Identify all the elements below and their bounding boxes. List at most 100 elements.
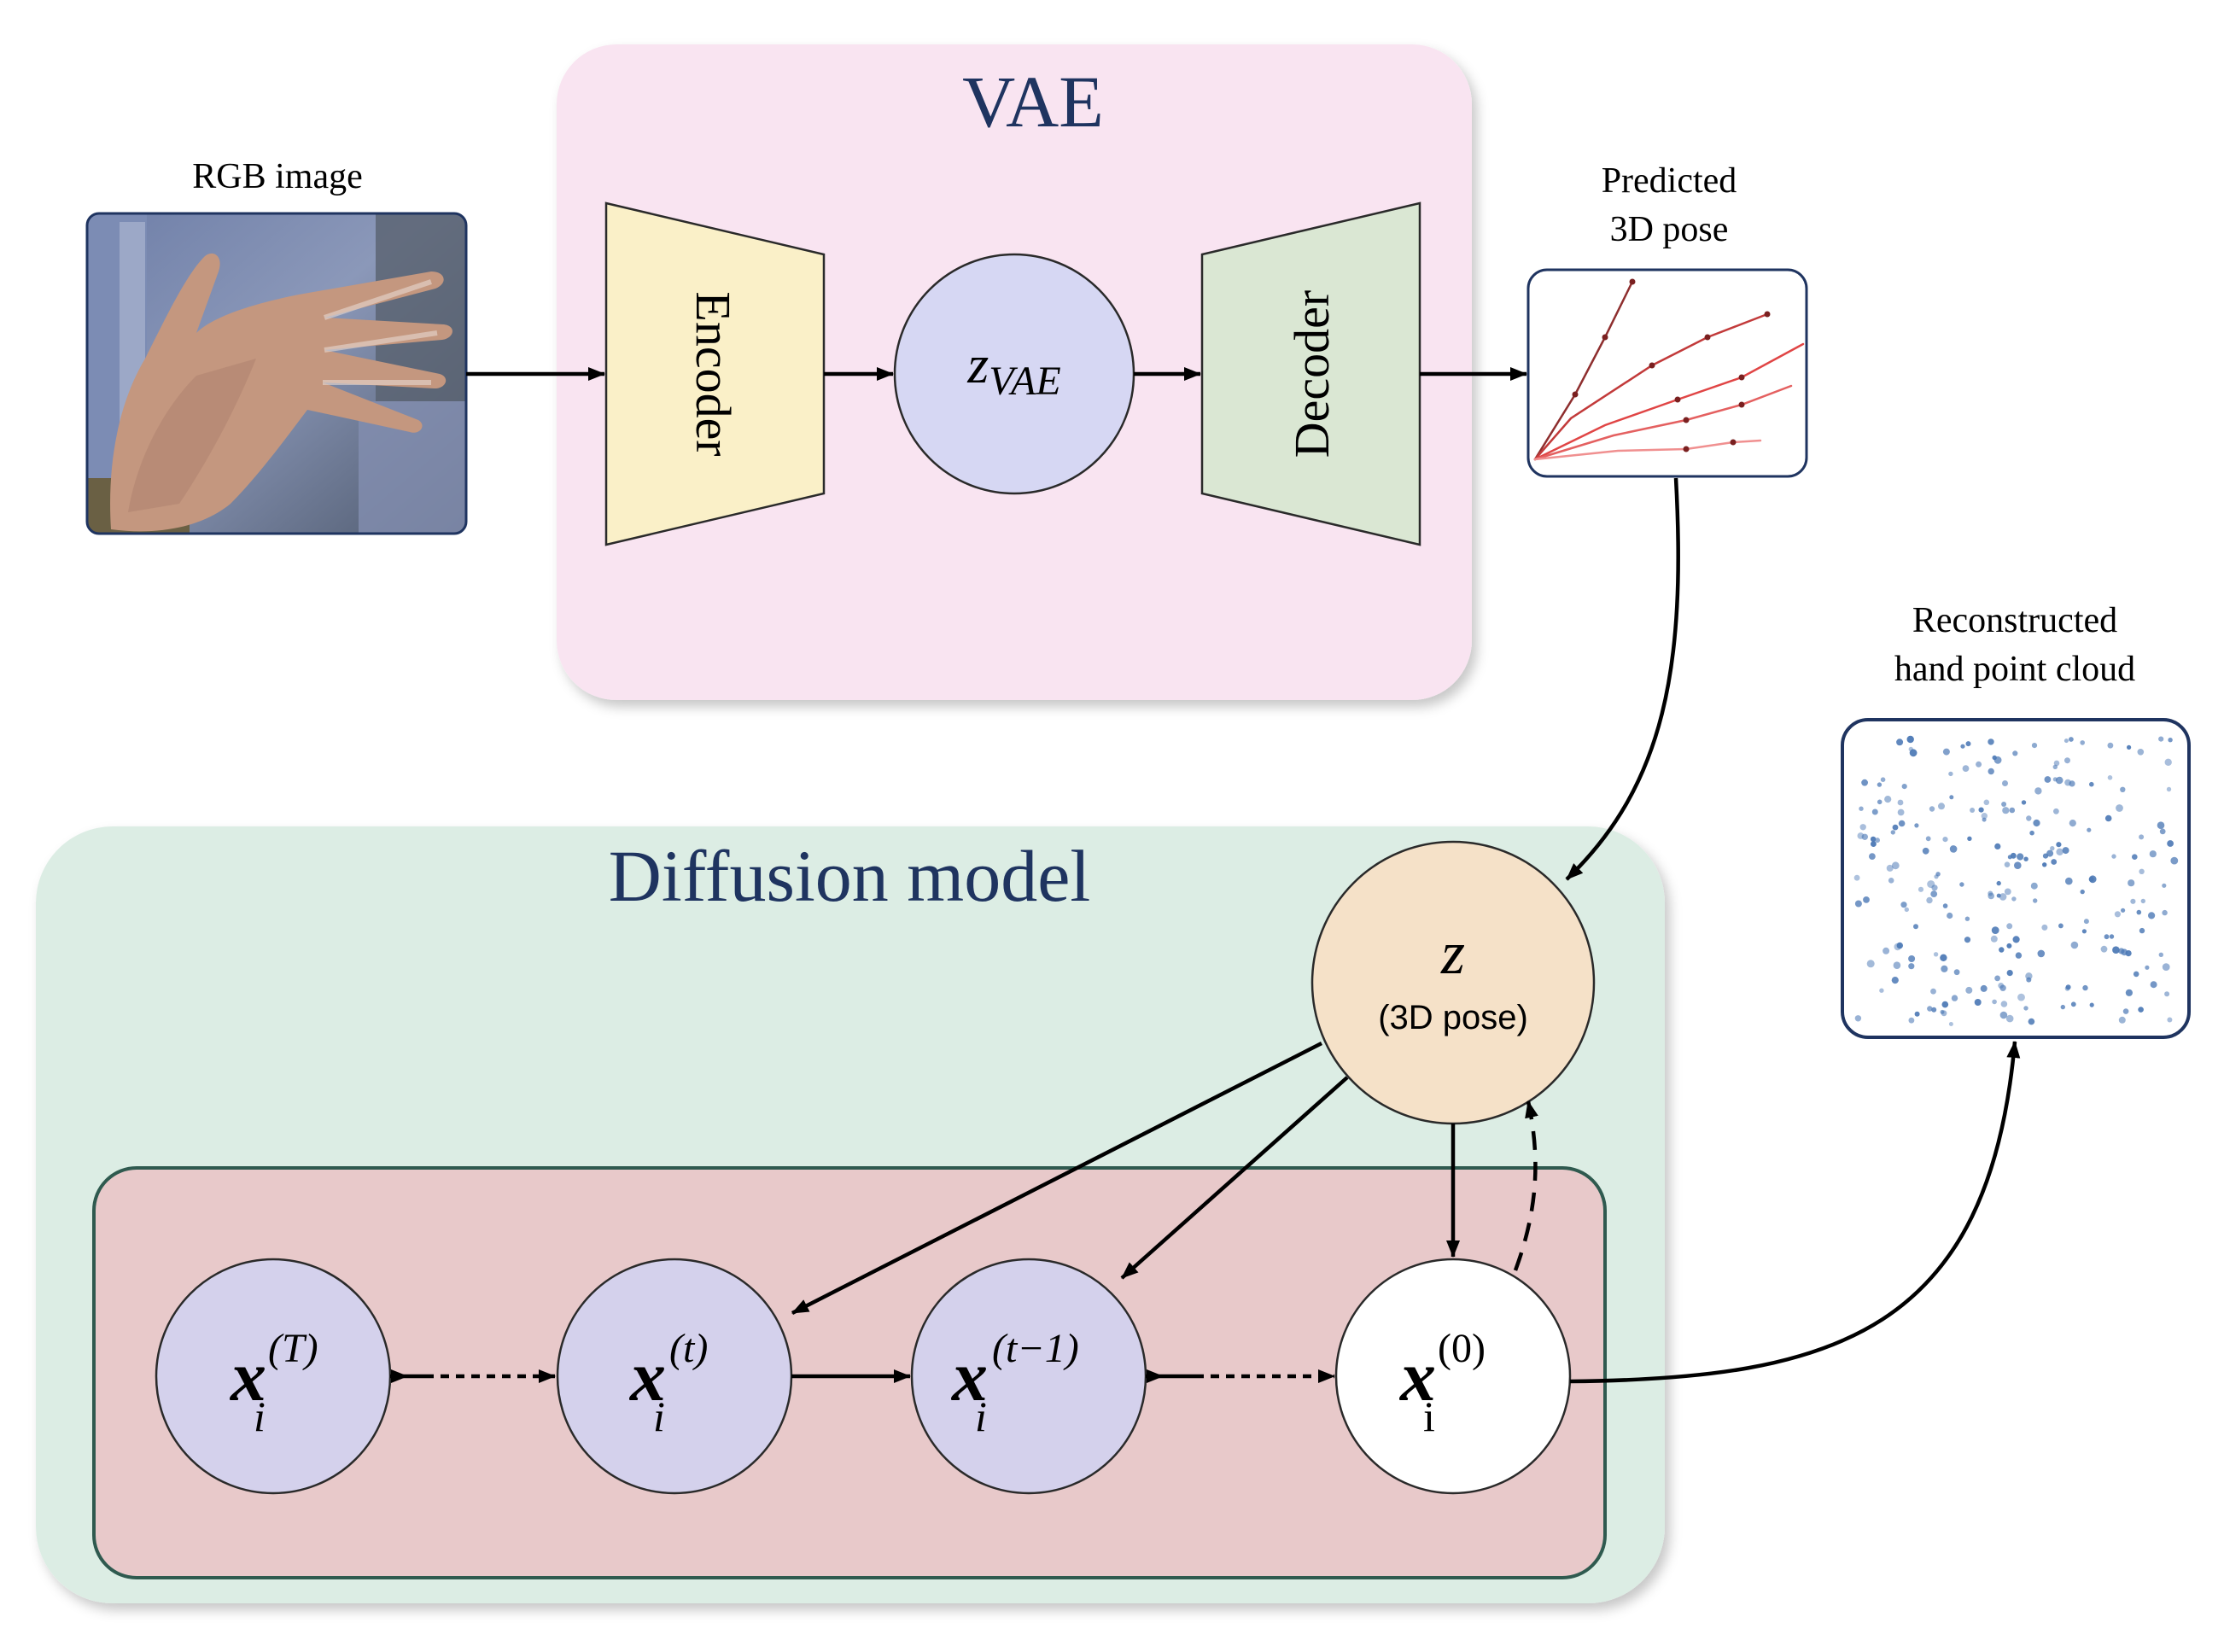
cloud-point [1908,963,1915,970]
cloud-point [2162,963,2170,971]
cloud-point [1992,755,1997,761]
cloud-point [1926,896,1933,904]
cloud-point [2118,1016,2126,1024]
cloud-point [1859,806,1864,811]
cloud-point [1999,984,2006,991]
cloud-point [1884,796,1892,803]
cloud-point [1854,900,1862,908]
cloud-point [2158,952,2163,958]
rgb-image-label: RGB image [192,157,362,196]
reconstructed-label-line2: hand point cloud [1894,650,2135,689]
predicted-label-line1: Predicted [1602,161,1737,201]
cloud-point [1879,988,1884,993]
pose-thumb [1533,280,1634,461]
cloud-point [1908,1017,1915,1024]
cloud-point [1994,843,2001,850]
cloud-point [2167,1017,2173,1023]
cloud-point [1967,836,1972,841]
cloud-point [1914,823,1919,828]
cloud-point [2088,875,2097,884]
decoder-label: Decoder [1284,290,1340,458]
cloud-point [1870,836,1877,843]
cloud-point [1974,999,1982,1006]
cloud-point [2148,912,2156,919]
cloud-point [1927,880,1935,889]
cloud-point [1875,838,1880,844]
cloud-point [2052,777,2058,782]
cloud-point [1978,807,1984,813]
cloud-point [2023,1006,2028,1011]
cloud-point [2009,807,2016,814]
arrow-z-to-xt [791,1041,1323,1316]
cloud-point [2056,848,2063,855]
cloud-point [1941,1010,1947,1017]
cloud-point [2070,941,2079,949]
cloud-point [2121,908,2126,913]
cloud-point [2051,859,2058,865]
point-cloud-panel [1841,718,2191,1039]
x-node-t-sub: i [653,1392,665,1440]
cloud-point [2120,786,2126,792]
cloud-point [2121,949,2128,956]
cloud-point [2116,804,2123,812]
vae-title: VAE [962,61,1104,143]
cloud-point [2109,934,2115,939]
diffusion-plate [92,1166,1607,1579]
cloud-point [1996,893,2001,898]
cloud-point [1996,880,2001,886]
cloud-point [1898,820,1906,827]
cloud-point [2046,849,2054,857]
cloud-point [1854,1015,1862,1022]
cloud-point [1863,896,1870,903]
x-node-0-sup: (0) [1438,1326,1486,1371]
cloud-point [2139,927,2145,934]
cloud-point [2026,815,2032,821]
cloud-point [1933,952,1939,957]
cloud-point [1931,1007,1937,1013]
cloud-point [2111,854,2116,859]
cloud-point [2138,1007,2144,1013]
cloud-point [2070,1001,2076,1007]
cloud-point [2139,868,2145,874]
x-node-t-sup: (t) [669,1326,708,1371]
cloud-point [2132,854,2138,860]
cloud-point [1927,1006,1933,1012]
reconstructed-label-line1: Reconstructed [1912,601,2117,640]
cloud-point [2166,786,2172,792]
cloud-point [2052,764,2058,769]
cloud-point [1976,761,1982,768]
x-node-T-sup: (T) [268,1326,318,1371]
cloud-point [2162,883,2167,888]
cloud-point [1951,995,1958,1001]
cloud-point [1871,808,1878,815]
cloud-point [1981,813,1988,820]
cloud-point [2082,984,2088,991]
cloud-point [2017,853,2024,861]
cloud-point [2012,750,2018,756]
cloud-point [2080,889,2085,895]
cloud-point [1988,890,1993,896]
cloud-point [1964,937,1971,943]
point-cloud [1853,735,2179,1026]
cloud-point [2064,757,2070,764]
cloud-point [1859,824,1866,831]
x-node-0-sub: i [1423,1392,1435,1440]
arrow-pose-to-z [1565,477,1680,881]
cloud-point [2002,780,2008,786]
cloud-point [2164,758,2172,766]
predicted-pose-panel [1526,268,1808,478]
cloud-point [2150,981,2157,989]
cloud-point [2122,1008,2129,1014]
arrow-x0-to-point-cloud [1569,1041,2021,1384]
x-node-t: x i (t) [556,1258,793,1495]
cloud-point [2127,744,2132,750]
cloud-point [2139,834,2145,840]
cloud-point [1900,902,1907,908]
cloud-point [1918,886,1924,892]
cloud-point [2107,742,2114,749]
cloud-point [1897,799,1904,806]
arrow-z-to-xt-minus-1 [1120,1076,1349,1280]
cloud-point [2050,846,2055,851]
cloud-point [1990,935,1998,943]
cloud-point [2002,807,2010,814]
